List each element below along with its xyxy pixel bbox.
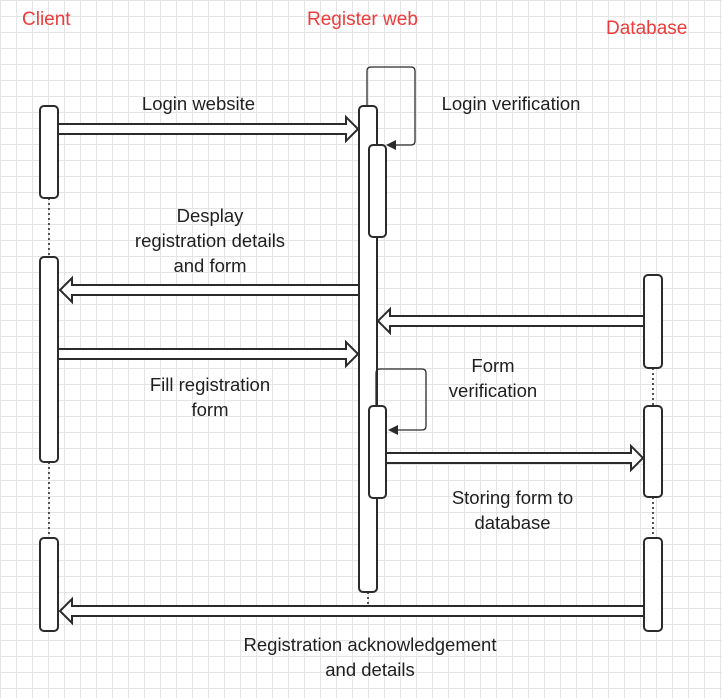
client-activation-2 (39, 256, 59, 463)
label-storing-form: Storing form to database (451, 487, 574, 533)
label-form-verification: Form verification (448, 355, 538, 401)
label-display-form: Desplay registration details and form (134, 205, 286, 276)
arrow-fill-form (57, 339, 360, 369)
register-activation-form-check (368, 405, 387, 499)
form-verification-loop (375, 368, 427, 431)
arrow-login-website (57, 114, 360, 144)
form-verification-arrowhead (388, 425, 398, 435)
label-fill-form: Fill registration form (149, 374, 271, 420)
register-activation-login-check (368, 144, 387, 238)
login-verification-loop (366, 66, 416, 146)
label-acknowledgement: Registration acknowledgement and details (243, 634, 497, 680)
client-activation-1 (39, 105, 59, 199)
arrow-acknowledgement (58, 596, 645, 626)
database-activation-2 (643, 405, 663, 498)
actor-database: Database (606, 18, 688, 39)
login-verification-arrowhead (386, 140, 396, 150)
arrow-storing-form (385, 443, 645, 473)
client-activation-3 (39, 537, 59, 632)
label-login-verification: Login verification (441, 93, 581, 114)
arrow-database-response (376, 306, 645, 336)
database-activation-1 (643, 274, 663, 369)
actor-client: Client (22, 9, 71, 30)
database-activation-3 (643, 537, 663, 632)
label-login-website: Login website (141, 93, 256, 114)
actor-register-web: Register web (307, 9, 418, 30)
arrow-display-form (58, 275, 360, 305)
